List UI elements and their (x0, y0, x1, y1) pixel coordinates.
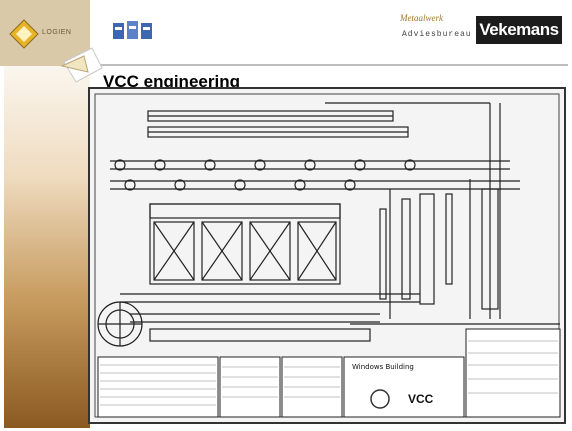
company-label: VCC (408, 392, 434, 406)
vcc-logo-icon (370, 389, 390, 409)
brand-sub-text: Adviesbureau (402, 30, 472, 39)
header-divider (96, 64, 568, 66)
drawing-title-block: Windows Building (352, 363, 414, 371)
brand-main-logo: Vekemans (476, 16, 562, 44)
diamond-logo-icon (9, 19, 39, 49)
ssb-logo-icon (113, 21, 152, 39)
drawing-svg: VCC Windows Building (94, 93, 561, 418)
engineering-drawing: VCC Windows Building (88, 87, 566, 424)
sidebar-gradient (4, 66, 90, 428)
page-title: VCC engineering (103, 72, 240, 88)
brand-script-text: Metaalwerk (400, 13, 443, 23)
left-logo-text: LOGIEN (42, 29, 72, 36)
paper-fold-icon (60, 47, 103, 83)
